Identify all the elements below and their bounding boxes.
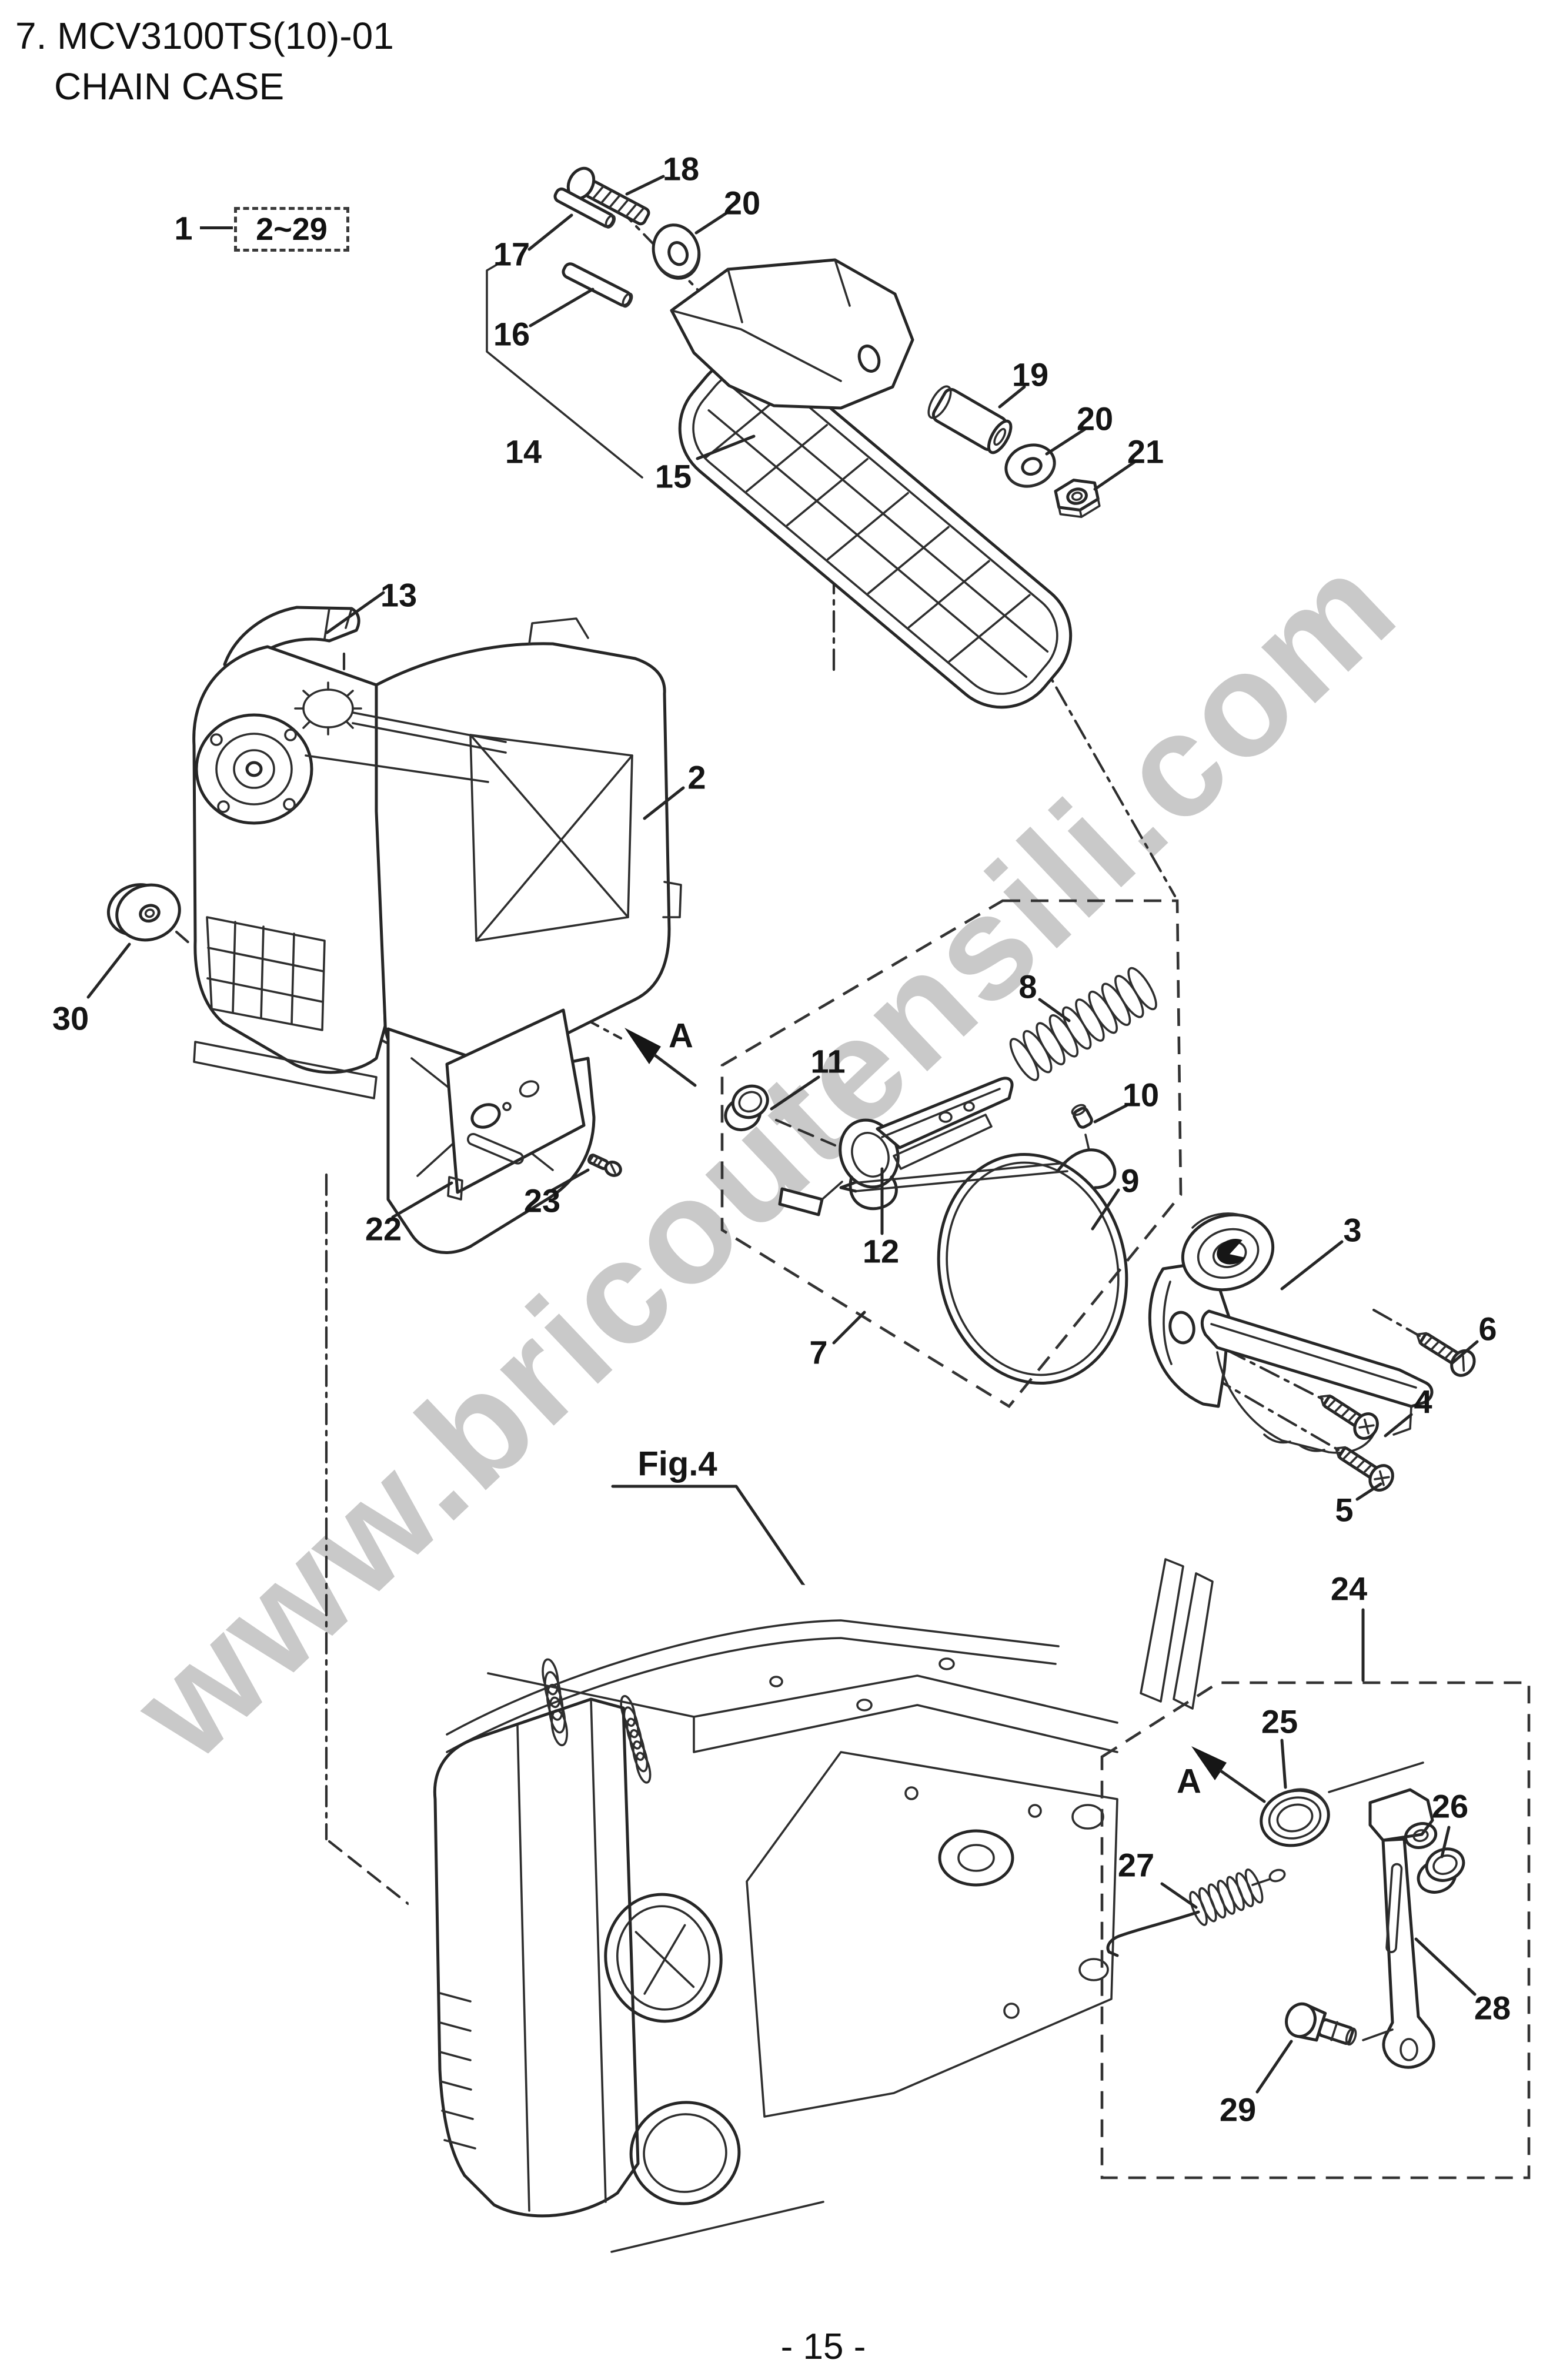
part-label-11: 11 — [810, 1042, 846, 1080]
part-20-washer-lower — [1004, 443, 1056, 488]
section-name: CHAIN CASE — [54, 65, 285, 108]
view-arrow-a-lower — [1191, 1746, 1424, 1803]
part-6-screw — [1416, 1332, 1476, 1377]
part-8-spring — [1009, 967, 1157, 1081]
part-label-16: 16 — [493, 315, 530, 353]
part-19-spacer — [927, 385, 1013, 454]
crankcase-assembly — [408, 1558, 1214, 2255]
part-label-29: 29 — [1219, 2091, 1257, 2128]
part-label-7: 7 — [809, 1333, 828, 1371]
page-title: 7. MCV3100TS(10)-01 CHAIN CASE — [15, 11, 394, 112]
part-label-14: 14 — [505, 433, 542, 470]
detail-box-24 — [1100, 1681, 1531, 2180]
part-label-12: 12 — [862, 1232, 900, 1270]
part-label-13: 13 — [380, 576, 418, 614]
part-3-brake-cover — [1148, 1212, 1434, 1454]
part-12-tensioner-lever — [778, 1077, 1014, 1216]
part-label-25: 25 — [1261, 1703, 1298, 1740]
part-label-19: 19 — [1011, 356, 1049, 393]
part-27-spring — [1106, 1868, 1286, 1957]
part-label-24: 24 — [1330, 1570, 1368, 1607]
callout-range-box: 2~29 — [234, 207, 349, 252]
part-10-pin — [1071, 1104, 1093, 1151]
part-15-cover-head — [670, 258, 914, 410]
part-9-brake-band — [839, 1148, 1128, 1385]
detail-box-7 — [720, 899, 1183, 1409]
fig4-callout-line — [611, 1485, 833, 1628]
part-label-21: 21 — [1127, 433, 1164, 470]
annotation-a: A — [669, 1017, 693, 1055]
callout-1-label: 1 — [174, 209, 193, 247]
part-label-27: 27 — [1117, 1846, 1155, 1884]
callout-range-text: 2~29 — [256, 212, 328, 247]
part-2-chain-case — [192, 617, 682, 1254]
model-number: 7. MCV3100TS(10)-01 — [15, 15, 394, 57]
part-16-pin — [562, 262, 633, 308]
part-26-bushing — [1417, 1847, 1465, 1894]
part-18-screw — [566, 166, 650, 226]
part-label-10: 10 — [1122, 1076, 1160, 1114]
part-label-9: 9 — [1121, 1162, 1140, 1199]
annotation-fig4: Fig.4 — [637, 1445, 717, 1483]
part-label-30: 30 — [52, 1000, 89, 1037]
part-21-nut — [1054, 479, 1101, 519]
part-label-5: 5 — [1335, 1491, 1354, 1529]
part-15-cover-grille — [678, 355, 1073, 709]
part-label-2: 2 — [687, 758, 706, 796]
part-22-guide-plate — [445, 1008, 586, 1201]
part-29-bolt — [1285, 2002, 1394, 2046]
part-label-17: 17 — [493, 235, 530, 273]
part-28-brake-lever — [1368, 1788, 1438, 2069]
part-label-22: 22 — [365, 1210, 402, 1248]
part-25-coil-spring — [1260, 1788, 1330, 1847]
part-label-23: 23 — [523, 1182, 561, 1219]
part-23-screw — [587, 1154, 622, 1177]
part-20-washer-upper — [652, 223, 701, 280]
part-label-3: 3 — [1343, 1211, 1362, 1249]
annotation-a: A — [1177, 1762, 1201, 1801]
part-label-20: 20 — [723, 184, 761, 222]
part-label-8: 8 — [1018, 968, 1037, 1005]
part-17-pin — [553, 187, 616, 229]
part-label-20: 20 — [1076, 400, 1114, 437]
callout-1-line — [200, 226, 233, 229]
part-label-28: 28 — [1474, 1989, 1511, 2027]
leader-lines — [86, 175, 1479, 2094]
view-arrow-a-upper — [624, 1028, 697, 1087]
part-label-4: 4 — [1414, 1383, 1432, 1420]
part-label-26: 26 — [1431, 1787, 1469, 1825]
part-30-grommet — [106, 883, 181, 942]
page-number: - 15 - — [780, 2326, 866, 2367]
part-label-15: 15 — [654, 457, 692, 495]
part-11-cap — [724, 1084, 769, 1132]
part-label-6: 6 — [1478, 1310, 1497, 1348]
part-label-18: 18 — [662, 150, 700, 188]
part-4-screw — [1320, 1394, 1379, 1440]
